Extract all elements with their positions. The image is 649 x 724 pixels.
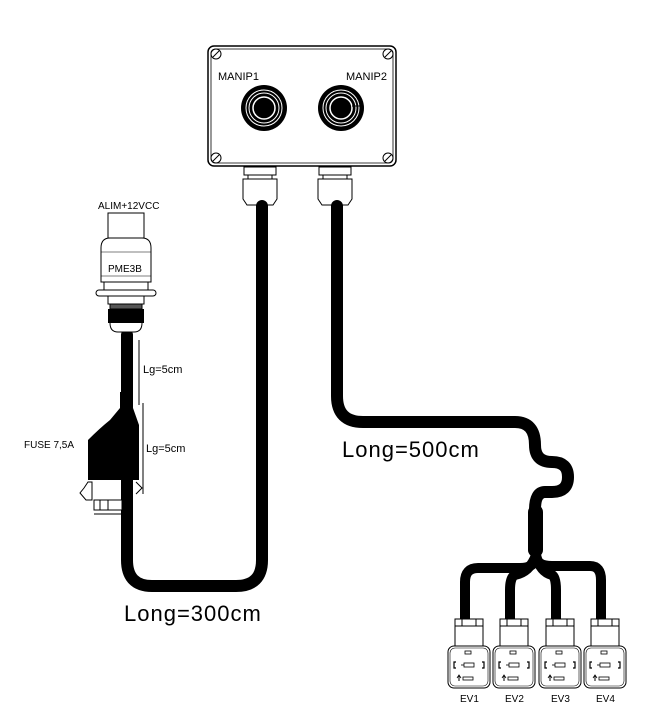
screw-icon	[210, 48, 222, 60]
cable-splitter	[460, 550, 606, 625]
valve-label: EV4	[596, 694, 615, 705]
screw-icon	[382, 48, 394, 60]
cable-gland-right	[317, 166, 353, 206]
length-above-fuse-label: Lg=5cm	[143, 364, 182, 376]
length-below-fuse-label: Lg=5cm	[146, 443, 185, 455]
manip2-label: MANIP2	[346, 71, 387, 83]
manip1-label: MANIP1	[218, 71, 259, 83]
fuse-holder: FUSE 7,5A Lg=5cm Lg=5cm	[24, 335, 185, 535]
cable-300cm-label: Long=300cm	[124, 601, 262, 626]
valve-connectors: EV1 EV2 EV3 EV4	[447, 618, 627, 705]
valve-connector-4: EV4	[583, 618, 627, 705]
valve-connector-3: EV3	[538, 618, 582, 705]
screw-icon	[210, 152, 222, 164]
cable-gland-left	[242, 166, 278, 206]
valve-label: EV1	[460, 694, 479, 705]
fuse-label: FUSE 7,5A	[24, 440, 74, 451]
screw-icon	[382, 152, 394, 164]
valve-connector-2: EV2	[492, 618, 536, 705]
control-box: MANIP1 MANIP2	[207, 45, 397, 206]
cable-500cm	[331, 200, 575, 557]
valve-label: EV2	[505, 694, 524, 705]
manip2-button[interactable]	[318, 85, 364, 131]
power-label: ALIM+12VCC	[98, 201, 159, 212]
valve-connector-1: EV1	[447, 618, 491, 705]
power-connector: ALIM+12VCC PME3B	[95, 201, 159, 333]
manip1-button[interactable]	[241, 85, 287, 131]
valve-label: EV3	[551, 694, 570, 705]
cable-500cm-label: Long=500cm	[342, 437, 480, 462]
connector-model-label: PME3B	[108, 264, 142, 275]
cable-300cm	[121, 200, 268, 592]
